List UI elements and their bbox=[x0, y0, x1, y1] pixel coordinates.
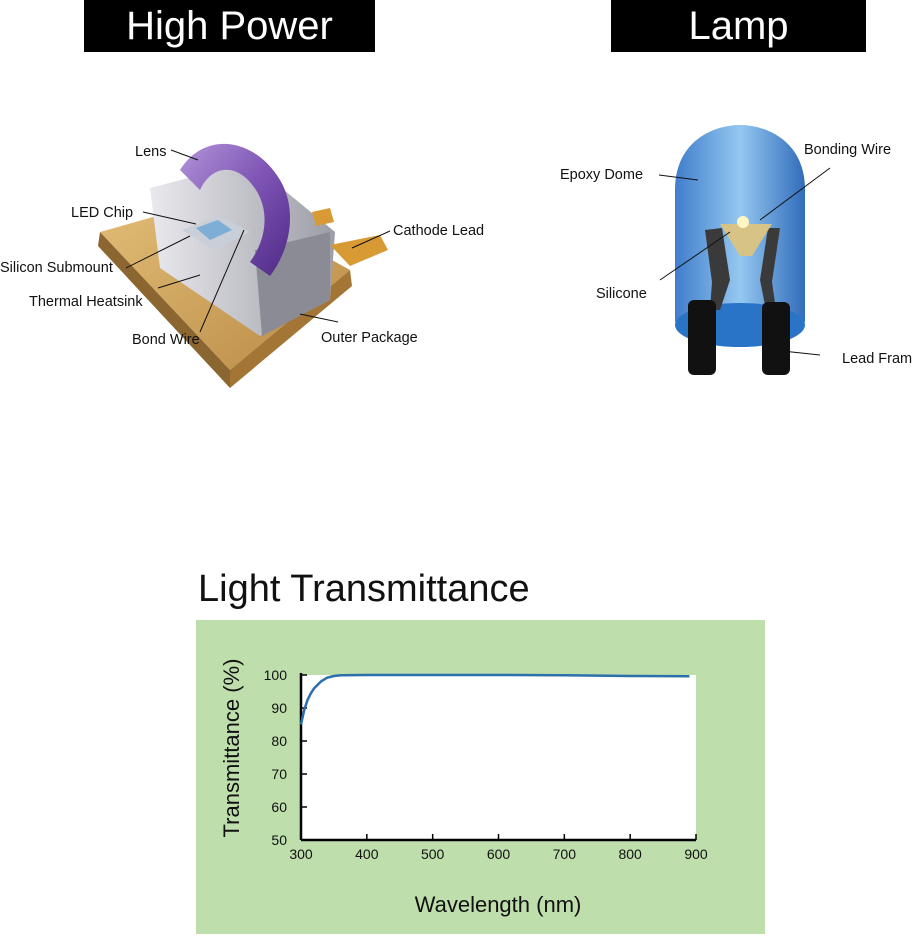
label-led-chip: LED Chip bbox=[71, 205, 133, 221]
chart-ticks: 300 400 500 600 700 800 900 50 60 70 80 90 100 bbox=[264, 667, 708, 862]
y-tick-label: 60 bbox=[271, 799, 287, 815]
cathode-lead-shape bbox=[330, 235, 388, 266]
led-chip-shape bbox=[196, 220, 232, 240]
label-cathode-lead: Cathode Lead bbox=[393, 223, 484, 239]
y-axis-label: Transmittance (%) bbox=[219, 659, 244, 838]
transmittance-curve bbox=[299, 673, 690, 725]
label-thermal-heatsink: Thermal Heatsink bbox=[29, 294, 143, 310]
led-chip-glow bbox=[737, 216, 749, 228]
y-tick-label: 50 bbox=[271, 832, 287, 848]
label-lens: Lens bbox=[135, 144, 166, 160]
label-silicon-submount: Silicon Submount bbox=[0, 260, 113, 276]
high-power-header: High Power bbox=[84, 0, 375, 52]
label-lead-frame: Lead Fram bbox=[842, 351, 912, 367]
y-tick-label: 100 bbox=[264, 667, 288, 683]
label-silicone: Silicone bbox=[596, 286, 647, 302]
plot-area bbox=[301, 675, 696, 840]
x-tick-label: 700 bbox=[553, 846, 577, 862]
lens-shape bbox=[180, 143, 291, 276]
y-tick-label: 70 bbox=[271, 766, 287, 782]
label-bonding-wire: Bonding Wire bbox=[804, 142, 891, 158]
lamp-led-diagram: Bonding Wire Epoxy Dome Silicone Lead Fr… bbox=[560, 125, 912, 375]
x-tick-label: 600 bbox=[487, 846, 511, 862]
silicone-cup-shape bbox=[720, 224, 772, 256]
chart-title: Light Transmittance bbox=[198, 568, 530, 610]
x-tick-label: 300 bbox=[289, 846, 313, 862]
y-tick-label: 80 bbox=[271, 733, 287, 749]
label-epoxy-dome: Epoxy Dome bbox=[560, 167, 643, 183]
label-outer-package: Outer Package bbox=[321, 330, 418, 346]
lamp-header: Lamp bbox=[611, 0, 866, 52]
high-power-led-diagram: Lens LED Chip Cathode Lead Silicon Submo… bbox=[0, 143, 484, 388]
lamp-leader-lines bbox=[658, 167, 831, 356]
label-bond-wire: Bond Wire bbox=[132, 332, 200, 348]
x-axis-label: Wavelength (nm) bbox=[415, 892, 582, 917]
x-tick-label: 800 bbox=[618, 846, 642, 862]
y-tick-label: 90 bbox=[271, 700, 287, 716]
x-tick-label: 400 bbox=[355, 846, 379, 862]
high-power-leader-lines bbox=[125, 149, 391, 333]
x-tick-label: 900 bbox=[684, 846, 708, 862]
chart-series bbox=[299, 673, 690, 725]
x-tick-label: 500 bbox=[421, 846, 445, 862]
chart-panel: 300 400 500 600 700 800 900 50 60 70 80 90 100 Wavel… bbox=[196, 620, 765, 934]
transmittance-chart: 300 400 500 600 700 800 900 50 60 70 80 90 100 Wavel… bbox=[219, 659, 708, 917]
lead-frame-shape bbox=[688, 228, 790, 375]
